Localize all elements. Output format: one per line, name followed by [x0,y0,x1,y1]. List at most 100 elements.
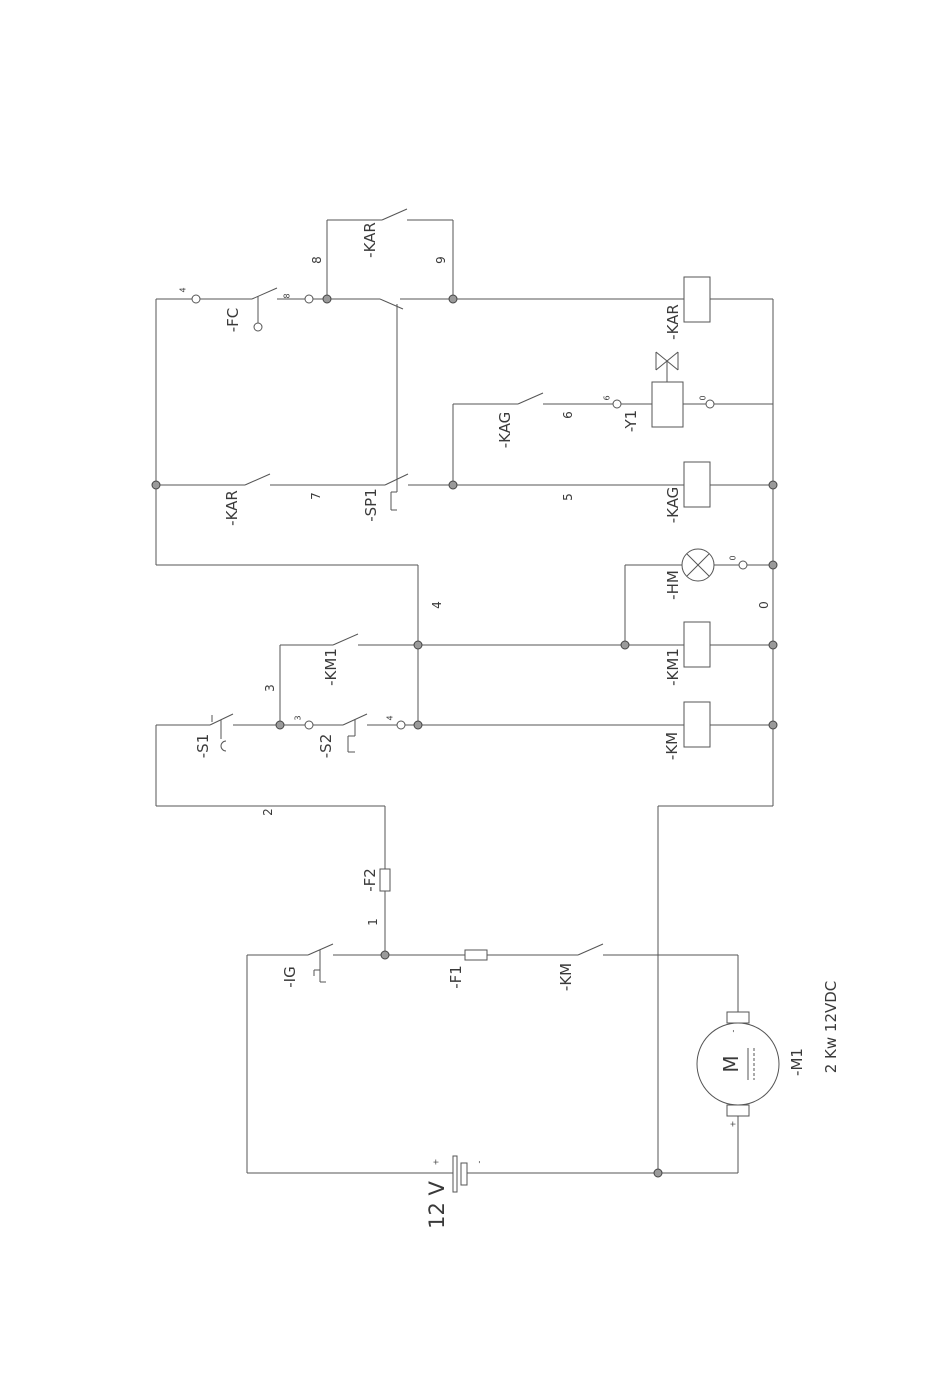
wire-number: 6 [561,411,575,419]
label-y1: -Y1 [622,410,640,432]
contact-blade [382,209,407,220]
switch-s1 [210,714,233,751]
motor-rating: 2 Kw 12VDC [822,981,840,1074]
fuse-icon [465,950,487,960]
battery-minus-label: - [475,1160,484,1163]
label-kag-coil: -KAG [664,487,682,524]
junction-node [381,951,389,959]
contact-km1 [333,634,358,645]
fuse-f2 [380,869,390,891]
wire-number: 4 [386,715,395,720]
label-kar-contact: -KAR [223,490,241,526]
wire-number: 0 [699,395,708,400]
label-ig: -IG [281,966,299,987]
junction-node [449,481,457,489]
label-kar-coil: -KAR [664,304,682,340]
solenoid-valve-y1 [652,352,683,427]
coil-km [684,702,710,747]
wire-numbers: 4 8 8 9 6 6 0 7 5 0 4 0 3 3 4 2 1 [179,256,772,926]
terminal-icon [397,721,405,729]
label-hm: -HM [664,570,682,600]
battery-plus-label: + [432,1159,441,1166]
junction-node [769,481,777,489]
junction-node [769,561,777,569]
relay-coil [684,702,710,747]
wire-number: 7 [309,492,323,500]
contact-blade [245,474,270,485]
battery [453,1156,467,1192]
wire-number: 8 [283,293,292,298]
label-km1-coil: -KM1 [664,648,682,686]
junction-node [276,721,284,729]
battery-plate-negative [461,1163,467,1185]
label-s1: -S1 [194,734,212,758]
motor-minus-label: - [729,1029,738,1032]
junction-node [323,295,331,303]
relay-coil [684,622,710,667]
contact-kar-hold [382,209,407,220]
contact-blade [252,288,277,299]
coil-kag [684,462,710,507]
label-kag-contact: -KAG [496,412,514,449]
contact-km [578,944,603,955]
float-icon [254,323,262,331]
label-km1-contact: -KM1 [322,648,340,686]
pushbutton-sp1 [380,299,408,510]
label-km-coil: -KM [663,732,681,760]
terminal-icon [305,721,313,729]
junction-node [769,641,777,649]
relay-coil [684,277,710,322]
key-actuator-icon [314,950,326,982]
motor-terminal-negative [727,1012,749,1023]
junction-node [414,641,422,649]
wire-number: 3 [294,715,303,720]
contact-blade [333,634,358,645]
wire-number: 4 [179,287,188,292]
label-m1: -M1 [788,1048,806,1076]
junction-node [152,481,160,489]
component-labels: -FC -KAR -KAR -KAG -Y1 -KAR -SP1 -KAG -H… [194,222,840,1229]
lamp-hm [682,549,714,581]
fuse-f1 [465,950,487,960]
terminal-icon [739,561,747,569]
junction-node [449,295,457,303]
wire-number: 5 [561,493,575,501]
junction-node [769,721,777,729]
key-switch-ig [308,944,333,982]
motor-symbol: M [719,1055,743,1072]
wire-number: 6 [603,395,612,400]
contact-blade [578,944,603,955]
wire-number: 2 [261,808,275,816]
terminal-icon [305,295,313,303]
battery-plate-positive [453,1156,457,1192]
pushbutton-s2 [343,714,367,752]
terminal-icon [613,400,621,408]
nc-contact-blade [380,299,403,309]
wire-number: 1 [366,918,380,926]
wire-number: 9 [434,256,448,264]
label-sp1: -SP1 [362,488,380,522]
label-kar-hold: -KAR [361,222,379,258]
label-fc: -FC [224,308,242,333]
junction-node [414,721,422,729]
motor-terminal-positive [727,1105,749,1116]
contact-kar [245,474,270,485]
terminal-icon [192,295,200,303]
label-km-contact: -KM [557,963,575,991]
junction-node [621,641,629,649]
solenoid-coil [652,382,683,427]
wire-number: 0 [729,555,738,560]
wire-number: 8 [310,256,324,264]
wire-number: 3 [263,684,277,692]
label-f2: -F2 [361,868,379,892]
fuse-icon [380,869,390,891]
relay-coil [684,462,710,507]
wire-number: 0 [757,601,771,609]
coil-km1 [684,622,710,667]
label-s2: -S2 [317,734,335,758]
label-f1: -F1 [447,965,465,989]
contact-kag [518,393,543,404]
float-switch-fc [252,288,277,331]
wire-number: 4 [430,601,444,609]
